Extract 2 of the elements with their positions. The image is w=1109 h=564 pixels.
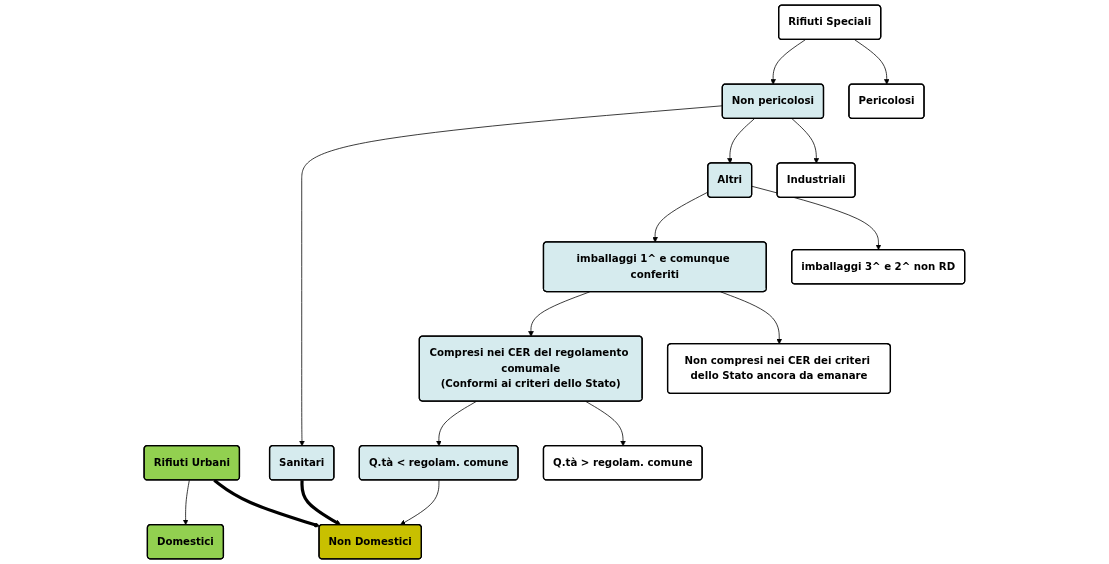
arrow: [300, 480, 342, 526]
arrow: [213, 479, 321, 528]
